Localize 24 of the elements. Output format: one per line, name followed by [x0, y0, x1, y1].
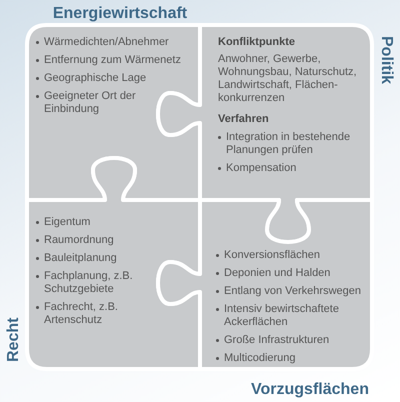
- paragraph: Anwohner, Gewerbe, Wohnungsbau, Naturschutz, Landwirtschaft, Flächen- konkurrenzen: [218, 53, 358, 105]
- category-label: Politik: [377, 36, 396, 86]
- list-item: Kompensation: [226, 162, 296, 175]
- section-heading: Konfliktpunkte: [218, 36, 296, 49]
- list-item: Raumordnung: [44, 234, 114, 247]
- list-item: Entfernung zum Wärmenetz: [44, 54, 181, 67]
- list-item: Geographische Lage: [44, 72, 146, 85]
- list-item: Geeigneter Ort der Einbindung: [44, 90, 137, 116]
- list-item: Entlang von Verkehrswegen: [224, 285, 361, 298]
- list-item: Fachrecht, z.B. Artenschutz: [44, 301, 119, 327]
- list-item: Deponien und Halden: [224, 267, 330, 280]
- list-item: Integration in bestehende Planungen prüfen: [226, 131, 352, 157]
- list-item: Eigentum: [44, 216, 90, 229]
- list-item: Fachplanung, z.B. Schutzgebiete: [44, 270, 134, 296]
- list-item: Konversionsflächen: [224, 249, 320, 262]
- category-label: Vorzugsflächen: [250, 380, 370, 400]
- section-heading: Verfahren: [218, 113, 270, 126]
- list-item: Bauleitplanung: [44, 252, 117, 265]
- category-label: Recht: [4, 316, 23, 362]
- list-item: Wärmedichten/Abnehmer: [44, 36, 169, 49]
- category-label: Energiewirtschaft: [52, 4, 188, 24]
- list-item: Große Infrastrukturen: [224, 334, 330, 347]
- list-item: Multicodierung: [224, 352, 296, 365]
- list-item: Intensiv bewirtschaftete Ackerflächen: [224, 303, 340, 329]
